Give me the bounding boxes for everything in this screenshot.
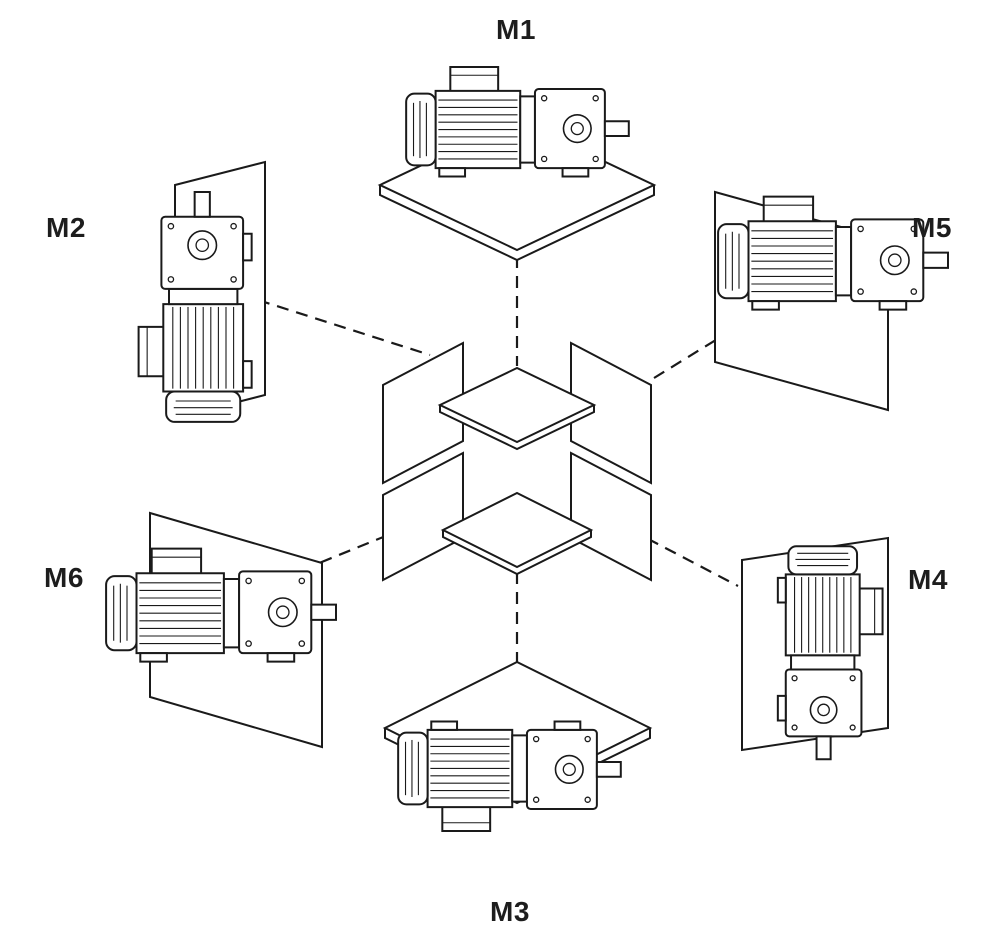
m1-gearmotor <box>405 66 630 178</box>
motor-assembly-m3 <box>385 662 650 832</box>
cube-panel-lower-right <box>571 453 651 580</box>
mounting-cube <box>383 343 651 580</box>
dashed-connector-m6 <box>302 518 430 570</box>
motor-assembly-m1 <box>380 66 654 260</box>
position-label-m6: M6 <box>44 562 84 593</box>
position-label-m3: M3 <box>490 896 530 927</box>
cube-top-plate <box>440 368 594 442</box>
m3-gearmotor <box>397 720 622 832</box>
dashed-connectors <box>258 256 758 688</box>
m2-gearmotor <box>137 191 253 423</box>
position-label-m4: M4 <box>908 564 948 595</box>
motor-assembly-m6 <box>105 513 337 747</box>
dashed-connector-m2 <box>258 300 430 355</box>
cube-bottom-plate <box>443 493 591 567</box>
motor-assembly-m5 <box>715 192 949 410</box>
position-label-m1: M1 <box>496 14 536 45</box>
position-label-m2: M2 <box>46 212 86 243</box>
cube-panel-upper-left <box>383 343 463 483</box>
motor-assembly-m4 <box>742 538 888 761</box>
motor-assembly-m2 <box>137 162 265 423</box>
position-label-m5: M5 <box>912 212 952 243</box>
